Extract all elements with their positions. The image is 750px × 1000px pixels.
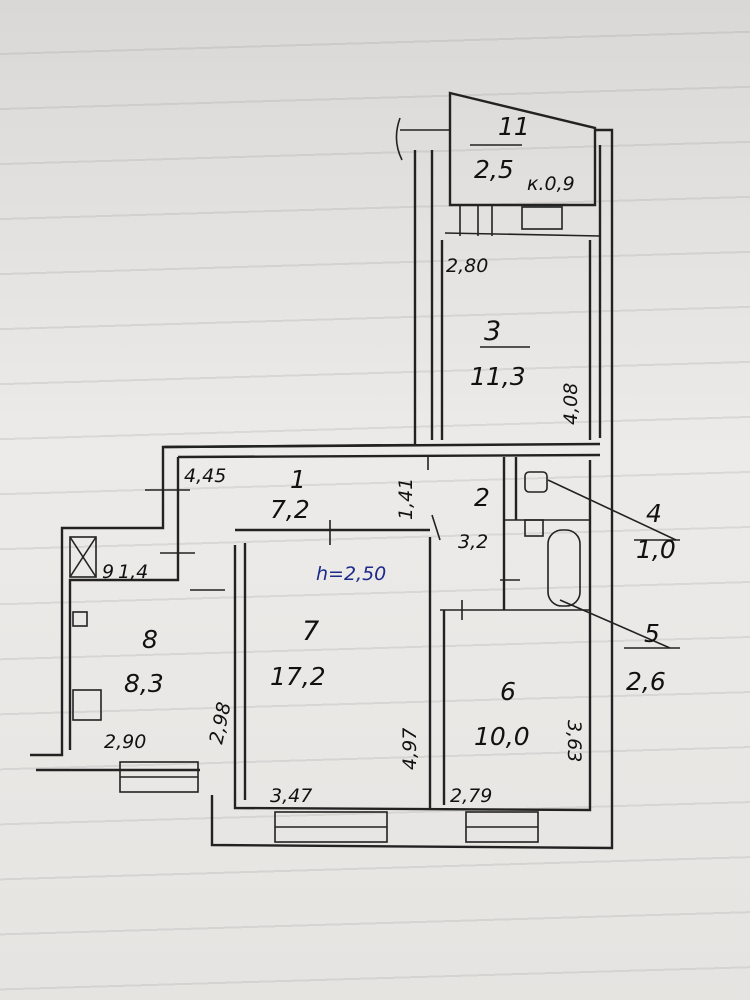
room-2-area: 3,2 xyxy=(458,531,488,553)
bathroom-fixtures xyxy=(440,457,680,649)
room-8-width: 2,90 xyxy=(104,731,146,753)
room-9-number: 9 xyxy=(102,561,114,583)
room-6-area: 10,0 xyxy=(474,722,530,751)
room-7-number: 7 xyxy=(302,616,319,647)
room-6-depth: 3,63 xyxy=(563,720,585,762)
room-8-number: 8 xyxy=(142,625,158,654)
balcony-room-11 xyxy=(395,91,601,237)
room-7-width: 3,47 xyxy=(270,785,312,807)
room-3-walls xyxy=(440,240,592,440)
room-4-area: 1,0 xyxy=(636,535,676,564)
room-7-depth: 4,97 xyxy=(399,728,421,770)
room-11-area: 2,5 xyxy=(474,155,514,184)
room-5-number: 5 xyxy=(644,619,660,648)
room-4-number: 4 xyxy=(646,499,662,528)
room-11-number: 11 xyxy=(498,112,530,141)
room-11-extra: к.0,9 xyxy=(527,173,575,195)
room-6-width: 2,79 xyxy=(450,785,492,807)
windows xyxy=(119,761,539,843)
room-5-area: 2,6 xyxy=(626,667,666,696)
outer-walls xyxy=(30,128,614,850)
room-1-width: 4,45 xyxy=(184,465,226,487)
room-9-area: 1,4 xyxy=(118,561,148,583)
room-8-depth: 2,98 xyxy=(205,700,235,746)
door-marks xyxy=(145,455,520,620)
room-6-number: 6 xyxy=(500,677,516,706)
room-labels: 11 2,5 к.0,9 2,80 3 11,3 4,08 4,45 1 7,2… xyxy=(102,112,676,807)
room-3-number: 3 xyxy=(484,316,501,347)
room-1-depth: 1,41 xyxy=(395,478,417,520)
kitchen-fixtures xyxy=(69,536,102,721)
room-1-number: 1 xyxy=(290,465,306,494)
room-3-area: 11,3 xyxy=(470,362,526,391)
room-1-area: 7,2 xyxy=(270,495,310,524)
room-8-area: 8,3 xyxy=(124,669,164,698)
room-7-area: 17,2 xyxy=(270,662,326,691)
room-2-number: 2 xyxy=(474,483,490,512)
room-3-width: 2,80 xyxy=(446,255,488,277)
room-3-length: 4,08 xyxy=(560,383,582,425)
ceiling-height-note: h=2,50 xyxy=(316,563,386,585)
